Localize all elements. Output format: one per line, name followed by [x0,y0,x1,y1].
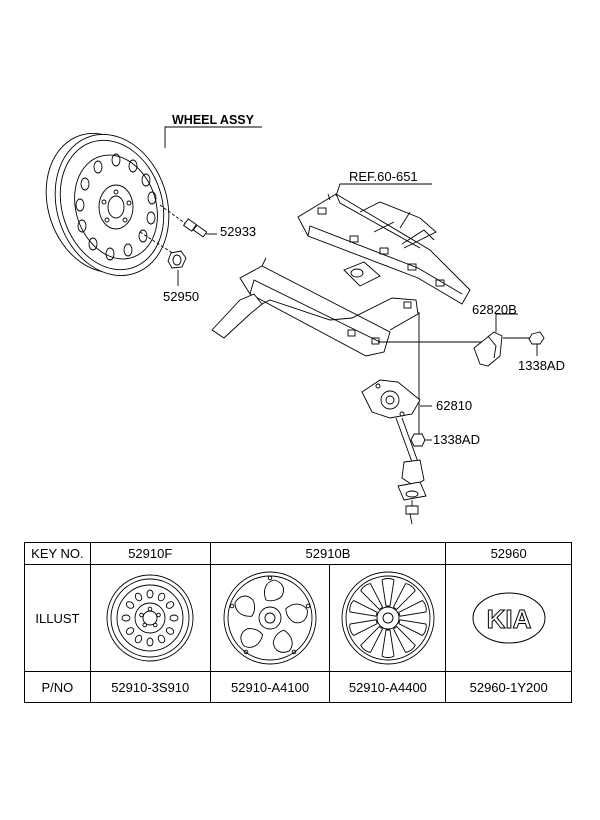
nut-right-drawing [528,331,545,356]
kia-emblem-icon: KIA [472,592,546,644]
steel-wheel-icon [106,574,194,662]
alloy-wheel-5-spoke-icon [223,571,317,665]
lug-nut-drawing [139,231,187,286]
key-no-row: KEY NO. 52910F 52910B 52960 [24,542,572,565]
part-number-cell: 52910-A4100 [209,671,331,703]
illust-cell [329,564,447,672]
tire-carrier-drawing [361,379,432,525]
wheel-assy-label: WHEEL ASSY [172,113,254,127]
key-no-cell: 52960 [445,542,572,565]
illust-cell [209,564,331,672]
parts-table: KEY NO. 52910F 52910B 52960 ILLUST [24,542,572,703]
part-62810-label: 62810 [436,398,473,413]
illust-header: ILLUST [24,564,91,672]
part-number-cell: 52910-3S910 [89,671,211,703]
nut-lower-drawing [410,433,432,447]
part-1338ad-lower-label: 1338AD [433,432,480,447]
floor-frame-upper-drawing [297,193,471,305]
illust-cell [89,564,211,672]
part-52933-label: 52933 [220,224,257,239]
alloy-wheel-10-spoke-icon [341,571,435,665]
cross-member-drawing [211,257,419,357]
wheel-assy-leader [164,126,262,148]
key-no-header: KEY NO. [24,542,91,565]
key-no-cell: 52910F [89,542,211,565]
pno-header: P/NO [24,671,91,703]
part-1338ad-right-label: 1338AD [518,358,565,373]
illust-cell: KIA [445,564,572,672]
part-number-cell: 52910-A4400 [329,671,447,703]
part-62820b-label: 62820B [472,302,517,317]
part-number-row: P/NO 52910-3S910 52910-A4100 52910-A4400… [24,671,572,703]
illust-row: ILLUST [24,564,572,672]
parts-diagram [45,126,545,525]
ref-label: REF.60-651 [349,169,418,184]
valve-bolt-drawing [159,204,217,238]
spare-wheel-drawing [45,132,170,277]
key-no-cell: 52910B [209,542,447,565]
ref-leader [335,183,432,197]
part-52950-label: 52950 [163,289,200,304]
part-number-cell: 52960-1Y200 [445,671,572,703]
kia-emblem-text: KIA [486,604,531,634]
bracket-drawing [473,313,530,367]
